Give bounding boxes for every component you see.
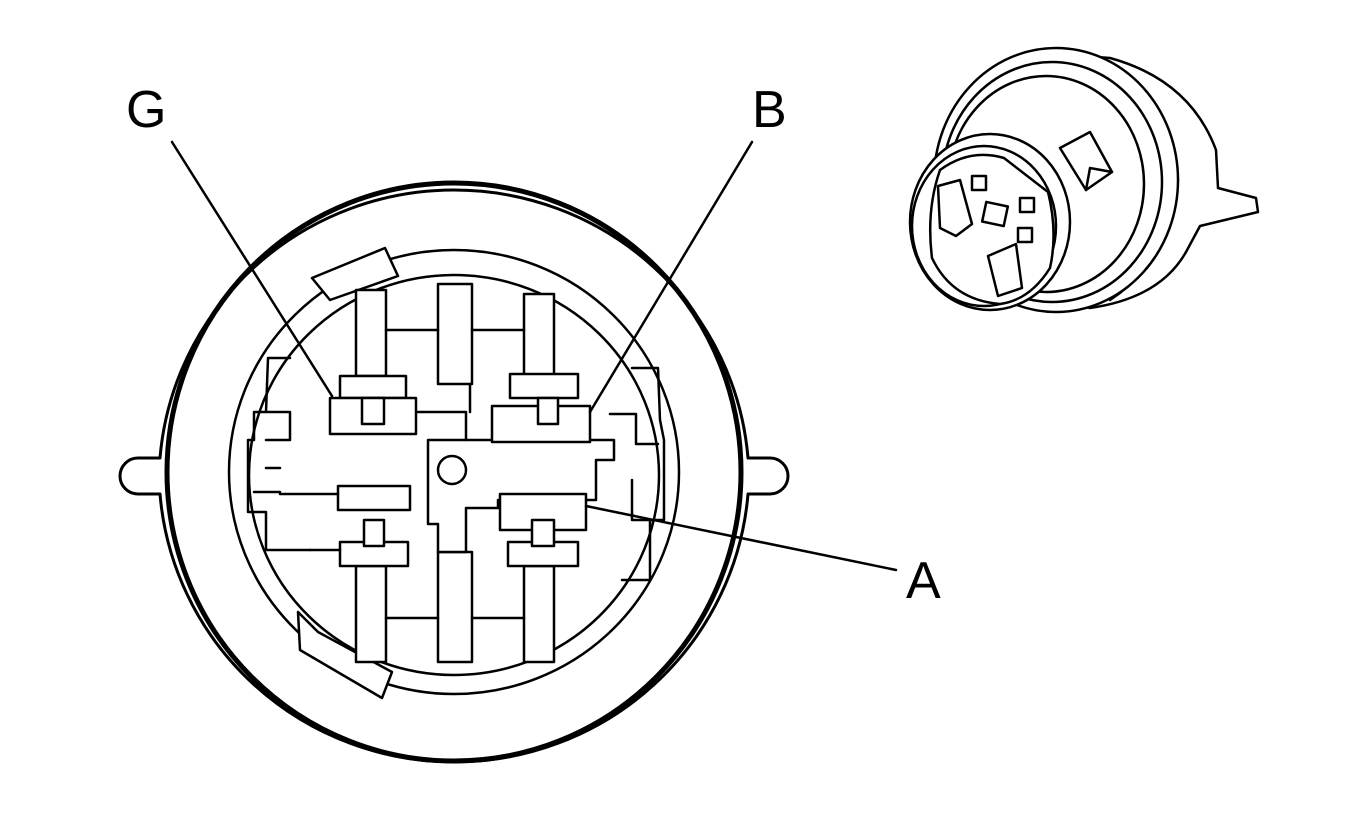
face-key-bottom (986, 242, 1024, 298)
right-latch-frame (620, 366, 666, 582)
hub-divider (416, 382, 472, 442)
leader-line-a (584, 504, 898, 572)
lower-partition-bars (354, 550, 556, 664)
callout-b: B (752, 81, 787, 139)
leader-line-b (588, 140, 754, 414)
pin-box-1 (980, 200, 1010, 228)
right-latch-detail (608, 412, 660, 522)
center-post (436, 454, 468, 486)
face-key-left (936, 178, 974, 238)
connector-perspective-view (908, 46, 1260, 314)
pin-box-2 (970, 174, 988, 192)
terminal-b (490, 372, 592, 444)
leader-line-g (170, 140, 334, 398)
callout-a: A (906, 552, 941, 610)
left-latch-frame (246, 356, 312, 552)
pin-box-4 (1016, 226, 1034, 244)
leader-lines (170, 140, 898, 572)
left-latch-detail (252, 410, 292, 494)
upper-partition-bars (354, 282, 556, 386)
top-lock-wedge (310, 246, 400, 302)
terminal-lower-left (278, 484, 412, 568)
terminal-a (498, 492, 588, 568)
callout-g: G (126, 81, 166, 139)
terminal-g (328, 374, 418, 436)
connector-inner-rim (227, 248, 681, 696)
connector-outer-body (118, 188, 790, 764)
connector-outer-rim (164, 180, 744, 764)
connector-face-view (118, 180, 790, 764)
pin-box-3 (1018, 196, 1036, 214)
bottom-lock-wedge (296, 610, 394, 700)
